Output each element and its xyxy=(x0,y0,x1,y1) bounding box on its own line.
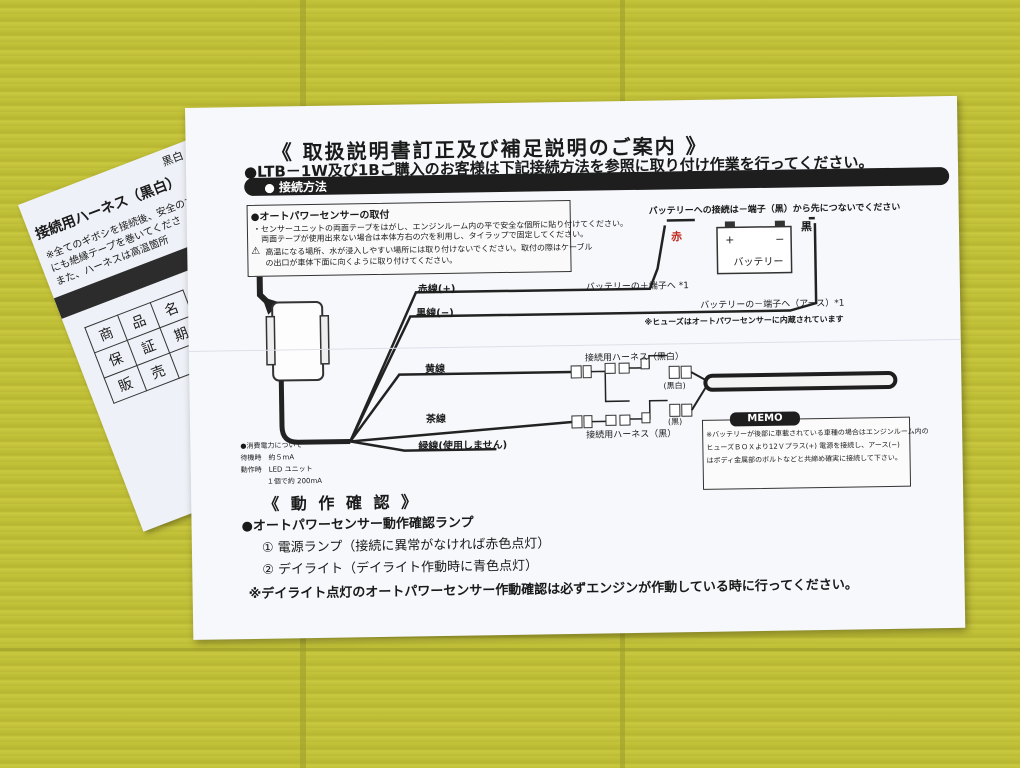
check-title: 《 動 作 確 認 》 xyxy=(263,492,421,514)
yellow-wire xyxy=(349,370,572,443)
arrow-head xyxy=(261,296,281,315)
red-wire xyxy=(349,225,667,442)
power-l3: 動作時 LED ユニット xyxy=(240,465,313,475)
section-label: ● 接続方法 xyxy=(264,179,328,195)
wire-red-label: 赤線(+) xyxy=(417,283,456,296)
check-heading: ●オートパワーセンサー動作確認ランプ xyxy=(241,515,474,535)
power-l4: １個で約 200mA xyxy=(266,476,323,486)
plus-sign: + xyxy=(725,233,735,247)
to-plus-text: バッテリーの＋端子へ *1 xyxy=(585,281,690,293)
wire-yellow-label: 黄線 xyxy=(425,363,446,376)
harness-bottom-label: 接続用ハーネス（黒） xyxy=(586,429,677,441)
wire-black-label: 黒線(−) xyxy=(416,307,454,320)
wire-green-label: 緑線(使用しません) xyxy=(418,439,508,453)
sheet-paper: 《 取扱説明書訂正及び補足説明のご案内 》 ●LTB－1W及び1Bご購入のお客様… xyxy=(185,95,966,640)
memo-tag: MEMO xyxy=(729,411,801,427)
minus-sign: − xyxy=(775,232,785,246)
instruction-sheet: 《 取扱説明書訂正及び補足説明のご案内 》 ●LTB－1W及び1Bご購入のお客様… xyxy=(185,95,966,640)
battery xyxy=(716,225,793,275)
connectors-top xyxy=(570,354,692,403)
brown-wire xyxy=(350,420,573,443)
tag-bw: (黒白) xyxy=(663,381,686,391)
tag-b: (黒) xyxy=(667,417,683,427)
harness-top-label: 接続用ハーネス（黒白） xyxy=(584,352,685,364)
battery-label: バッテリー xyxy=(733,256,784,269)
sensor-unit xyxy=(271,300,325,382)
seam xyxy=(0,648,1020,651)
power-l2: 待機時 約５mA xyxy=(240,453,295,463)
battery-terminal xyxy=(724,221,735,228)
red-label: 赤 xyxy=(670,230,683,244)
battery-terminal xyxy=(774,220,785,227)
led-bar xyxy=(703,370,898,392)
warning-icon: ⚠ xyxy=(251,245,261,257)
wiring-diagram xyxy=(256,216,898,452)
main-cable xyxy=(278,380,351,445)
black-wire xyxy=(349,223,818,442)
to-minus-text: バッテリーの－端子へ（アース）*1 xyxy=(700,298,845,311)
black-label: 黒 xyxy=(800,220,813,234)
green-wire xyxy=(350,440,497,452)
wire-brown-label: 茶線 xyxy=(425,413,447,426)
sensor-tab xyxy=(319,315,330,365)
sensor-tab xyxy=(265,315,276,366)
power-l1: ●消費電力について xyxy=(240,441,303,451)
sensor-heading: ●オートパワーセンサーの取付 xyxy=(250,209,390,223)
connectors-bottom xyxy=(571,399,693,429)
